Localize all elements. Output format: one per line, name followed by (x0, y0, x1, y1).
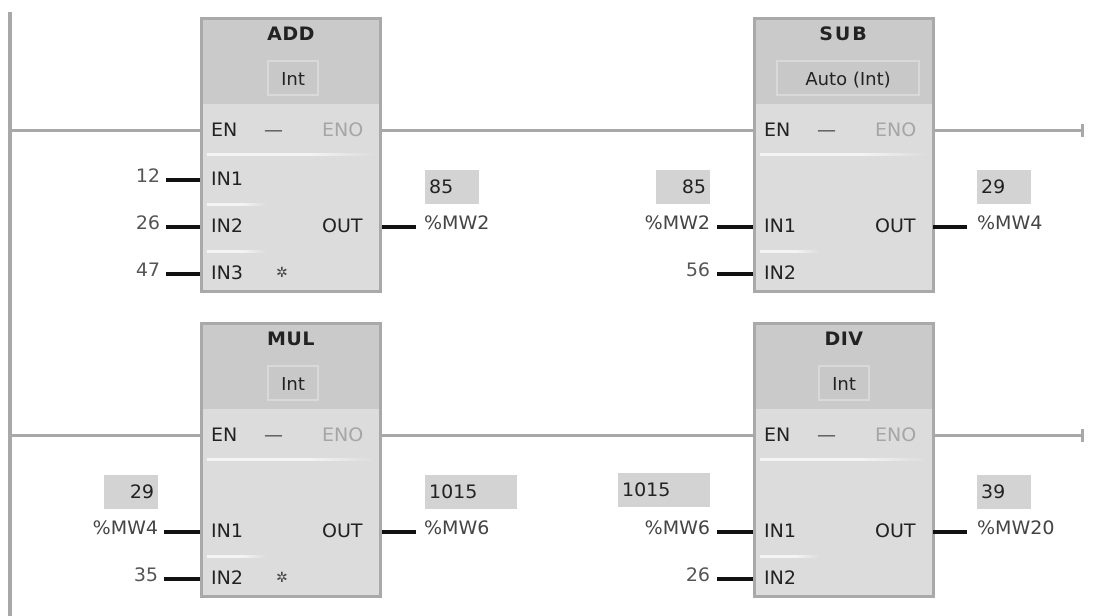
in1-pin[interactable]: IN1 (211, 520, 243, 542)
input-wire (717, 577, 753, 581)
output-wire (933, 530, 967, 534)
input-wire (717, 272, 753, 276)
input-wire (164, 530, 200, 534)
eno-pin[interactable]: ENO (322, 424, 364, 446)
monitor-value: 85 (425, 170, 479, 204)
pin-separator (207, 203, 267, 206)
en-pin[interactable]: EN (211, 424, 238, 446)
power-flow-wire (12, 434, 200, 437)
operand-in2[interactable]: 26 (685, 564, 710, 586)
power-flow-wire (933, 434, 1083, 437)
in2-pin[interactable]: IN2 (211, 215, 243, 237)
in1-pin[interactable]: IN1 (764, 215, 796, 237)
add-instruction-block[interactable]: ADD Int EN — ENO IN1 IN2 OUT IN3 ✲ (200, 17, 382, 293)
power-rail (8, 12, 12, 616)
instruction-name: MUL (267, 328, 315, 350)
data-type-selector[interactable]: Int (267, 365, 319, 401)
out-pin[interactable]: OUT (875, 520, 916, 542)
mul-instruction-block[interactable]: MUL Int EN — ENO IN1 OUT IN2 ✲ (200, 322, 382, 598)
en-pin[interactable]: EN (764, 424, 791, 446)
monitor-value: 39 (977, 475, 1031, 509)
sub-instruction-block[interactable]: SUB Auto (Int) EN — ENO IN1 OUT IN2 (753, 17, 935, 293)
instruction-name: ADD (267, 23, 315, 45)
data-type-selector[interactable]: Int (818, 365, 870, 401)
operand-out[interactable]: %MW6 (424, 517, 490, 539)
operand-in2[interactable]: 26 (135, 212, 160, 234)
block-header: MUL Int (203, 325, 379, 409)
input-wire (166, 178, 200, 182)
add-input-icon[interactable]: ✲ (276, 265, 288, 281)
add-input-icon[interactable]: ✲ (276, 570, 288, 586)
input-wire (166, 272, 200, 276)
en-eno-connector: — (817, 424, 836, 446)
operand-out[interactable]: %MW20 (977, 517, 1055, 539)
en-eno-connector: — (264, 119, 283, 141)
in2-pin[interactable]: IN2 (211, 567, 243, 589)
monitor-value: 29 (104, 475, 158, 509)
operand-in3[interactable]: 47 (135, 259, 160, 281)
power-flow-wire (382, 434, 753, 437)
pin-separator (207, 153, 375, 156)
operand-in2[interactable]: 35 (133, 564, 158, 586)
power-flow-wire (933, 129, 1083, 132)
operand-out[interactable]: %MW2 (424, 212, 490, 234)
power-flow-wire (12, 129, 200, 132)
output-wire (933, 225, 967, 229)
block-header: DIV Int (756, 325, 932, 409)
monitor-value: 1015 (618, 473, 710, 507)
operand-in2[interactable]: 56 (685, 259, 710, 281)
monitor-value: 85 (656, 170, 710, 204)
power-flow-wire (382, 129, 753, 132)
out-pin[interactable]: OUT (875, 215, 916, 237)
input-wire (717, 530, 753, 534)
pin-separator (760, 250, 820, 253)
output-wire (382, 530, 416, 534)
instruction-name: DIV (824, 328, 864, 350)
operand-out[interactable]: %MW4 (977, 212, 1043, 234)
network-end-marker (1081, 124, 1084, 137)
pin-separator (207, 458, 375, 461)
operand-in1[interactable]: 12 (135, 165, 160, 187)
input-wire (717, 225, 753, 229)
operand-in1[interactable]: %MW4 (92, 517, 158, 539)
in2-pin[interactable]: IN2 (764, 262, 796, 284)
en-eno-connector: — (817, 119, 836, 141)
input-wire (164, 577, 200, 581)
monitor-value: 1015 (425, 475, 517, 509)
input-wire (166, 225, 200, 229)
in1-pin[interactable]: IN1 (211, 168, 243, 190)
pin-separator (760, 555, 820, 558)
eno-pin[interactable]: ENO (322, 119, 364, 141)
data-type-selector[interactable]: Auto (Int) (776, 60, 920, 96)
eno-pin[interactable]: ENO (875, 424, 917, 446)
operand-in1[interactable]: %MW2 (644, 212, 710, 234)
pin-separator (760, 458, 928, 461)
out-pin[interactable]: OUT (322, 215, 363, 237)
eno-pin[interactable]: ENO (875, 119, 917, 141)
pin-separator (207, 250, 267, 253)
pin-separator (207, 555, 267, 558)
data-type-selector[interactable]: Int (267, 60, 319, 96)
in3-pin[interactable]: IN3 (211, 262, 243, 284)
en-pin[interactable]: EN (211, 119, 238, 141)
out-pin[interactable]: OUT (322, 520, 363, 542)
en-eno-connector: — (264, 424, 283, 446)
in1-pin[interactable]: IN1 (764, 520, 796, 542)
en-pin[interactable]: EN (764, 119, 791, 141)
output-wire (382, 225, 416, 229)
block-header: SUB Auto (Int) (756, 20, 932, 104)
in2-pin[interactable]: IN2 (764, 567, 796, 589)
pin-separator (760, 153, 928, 156)
instruction-name: SUB (819, 23, 869, 45)
operand-in1[interactable]: %MW6 (644, 517, 710, 539)
network-end-marker (1081, 429, 1084, 442)
div-instruction-block[interactable]: DIV Int EN — ENO IN1 OUT IN2 (753, 322, 935, 598)
monitor-value: 29 (977, 170, 1031, 204)
block-header: ADD Int (203, 20, 379, 104)
